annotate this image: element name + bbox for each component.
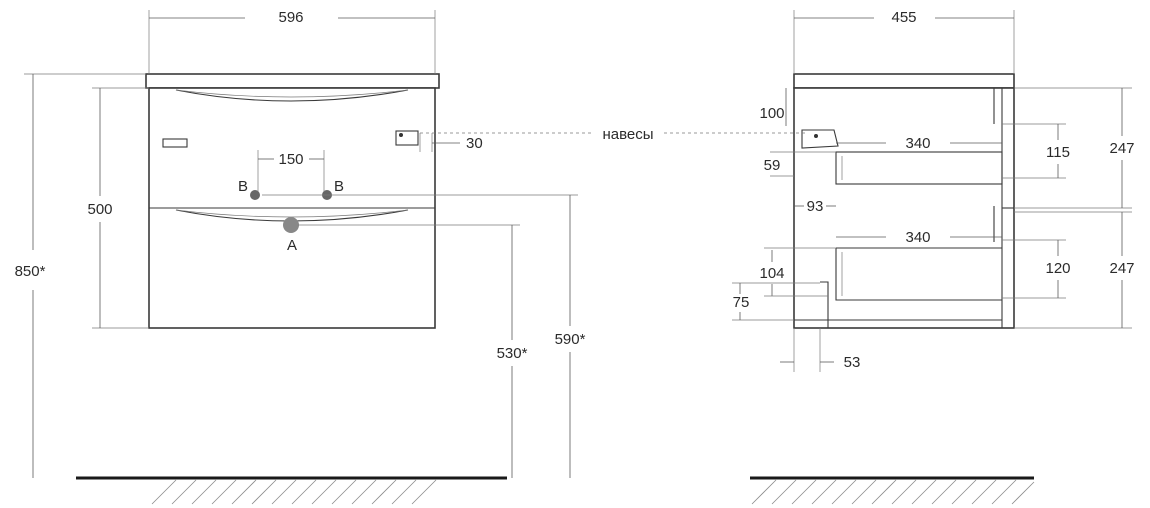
dim-bottom-offset: 75 [733, 294, 750, 311]
dim-hinge-top: 100 [759, 105, 784, 122]
dim-lower-drawer-depth: 340 [905, 229, 930, 246]
dim-upper-box-height: 115 [1046, 144, 1070, 161]
label-b-right: B [334, 178, 344, 195]
front-drain-a [283, 217, 299, 233]
front-upper-handle-curve [175, 89, 409, 102]
front-hinge-right [395, 130, 419, 146]
front-floor-hatch [151, 479, 437, 505]
dim-upper-gap: 59 [764, 157, 781, 174]
side-floor-hatch [751, 479, 1035, 505]
front-view: 596 850* 500 150 B B A 30 530* [15, 9, 586, 505]
dim-inner-offset: 93 [807, 198, 824, 215]
front-hinge-left [162, 138, 188, 148]
side-cabinet-body [793, 87, 1015, 329]
side-lower-drawer-box [835, 247, 1002, 301]
label-hinges: навесы [602, 126, 653, 143]
dim-height-b: 590* [555, 331, 586, 348]
dim-overall-height: 850* [15, 263, 46, 280]
front-hole-b-left [250, 190, 260, 200]
front-countertop [145, 73, 440, 89]
dim-height-a: 530* [497, 345, 528, 362]
dim-lower-front-height: 247 [1109, 260, 1134, 277]
dim-body-height: 500 [87, 201, 112, 218]
dim-hinge-offset: 30 [466, 135, 483, 152]
dim-plinth-depth: 53 [844, 354, 861, 371]
side-countertop [793, 73, 1015, 89]
side-upper-drawer-box [835, 151, 1003, 185]
dim-upper-drawer-depth: 340 [905, 135, 930, 152]
dim-hole-spacing: 150 [278, 151, 303, 168]
side-hinge [801, 129, 839, 149]
label-a: A [287, 237, 297, 254]
side-view: 455 навесы 100 340 59 93 340 104 [420, 9, 1135, 505]
dim-lower-box-height: 120 [1045, 260, 1070, 277]
dim-front-width: 596 [278, 9, 303, 26]
dim-upper-front-height: 247 [1109, 140, 1134, 157]
dim-lower-top: 104 [759, 265, 784, 282]
dim-side-depth: 455 [891, 9, 916, 26]
label-b-left: B [238, 178, 248, 195]
